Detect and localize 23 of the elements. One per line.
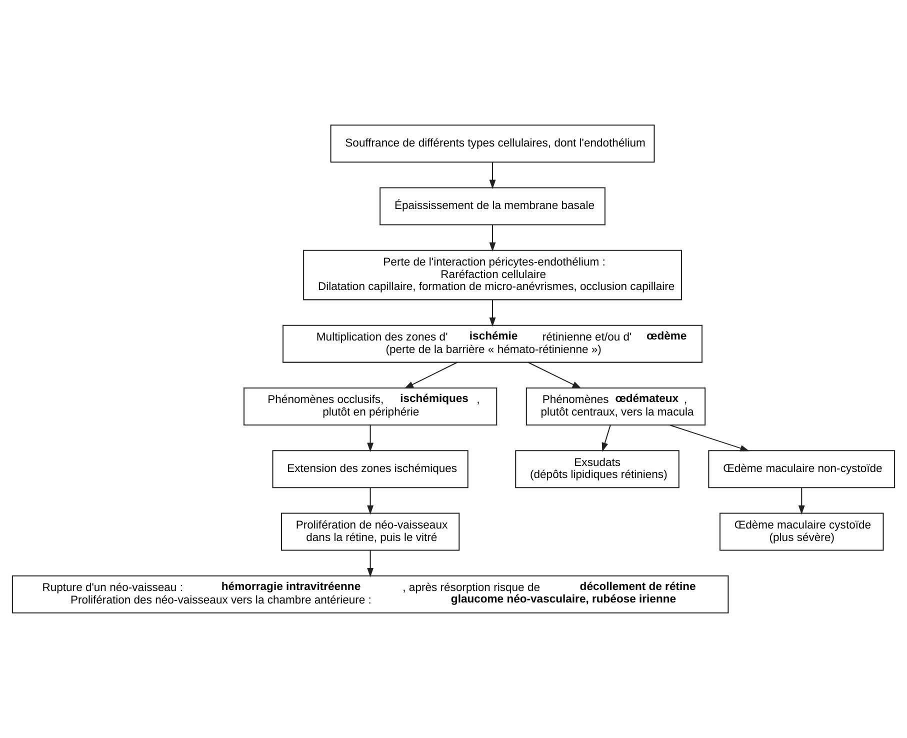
node-box: Rupture d'un néo-vaisseau : hémorragie intravitréenne, après résorption risque de décollement de rétine Prolifération des néo-vaisseaux vers la chambre antérieure : glaucome néo-vasculaire, rubéose irienne	[12, 575, 729, 614]
node-box: Phénomènes occlusifs, ischémiques, plutôt en périphérie	[244, 387, 498, 426]
node-box: Œdème maculaire cystoïde (plus sévère)	[719, 512, 884, 551]
arrow	[367, 550, 374, 578]
node-box: Multiplication des zones d'ischémie rétinienne et/ou d'œdème (perte de la barrière « hémato-rétinienne »)	[282, 324, 703, 363]
node-box: Œdème maculaire non-cystoïde	[708, 450, 896, 488]
node-box: Phénomènes œdémateux, plutôt centraux, vers la macula	[526, 387, 706, 426]
arrow	[367, 425, 374, 452]
arrow	[489, 224, 496, 252]
arrow	[404, 362, 458, 389]
node-box: Perte de l'interaction péricytes-endothélium : Raréfaction cellulaire Dilatation capillaire, formation de micro-anévrismes, occlusion capillaire	[303, 250, 682, 300]
arrow	[798, 488, 805, 515]
node-box: Prolifération de néo-vaisseaux dans la rétine, puis le vitré	[280, 512, 460, 551]
arrow	[669, 424, 750, 452]
arrow	[489, 162, 496, 190]
node-box: Souffrance de différents types cellulaires, dont l'endothélium	[330, 124, 655, 163]
node-box: Exsudats (dépôts lipidiques rétiniens)	[515, 450, 680, 488]
arrow	[602, 424, 611, 452]
node-box: Extension des zones ischémiques	[272, 450, 468, 488]
arrow	[367, 488, 374, 515]
node-box: Épaississement de la membrane basale	[380, 187, 606, 226]
arrow	[489, 300, 496, 327]
arrow	[528, 362, 582, 389]
